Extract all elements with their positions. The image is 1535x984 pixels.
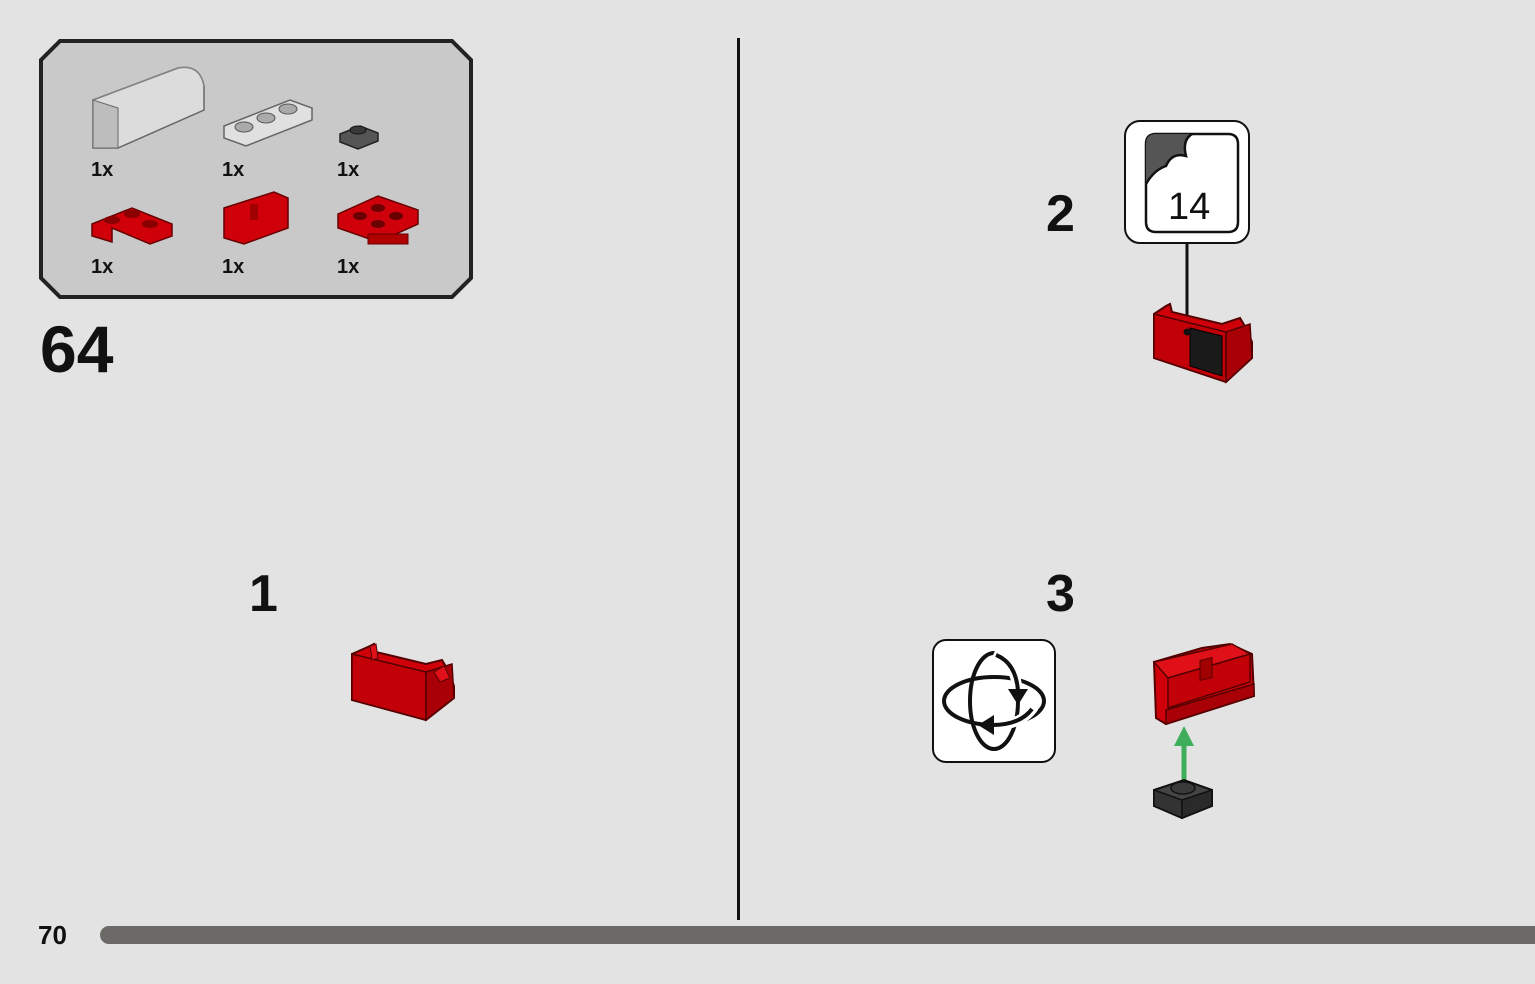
sticker-number: 14 (1168, 186, 1211, 228)
light-gray-plate-1x3-part (223, 99, 313, 147)
red-plate-2x2-with-clips-part (337, 195, 419, 245)
green-up-arrow (1174, 726, 1194, 788)
progress-bar (100, 926, 1535, 944)
red-bracket-part (223, 191, 289, 245)
rotate-model-icon (942, 648, 1046, 751)
rotate-model-callout (932, 639, 1056, 763)
step-number: 64 (40, 312, 114, 386)
part-qty: 1x (222, 256, 245, 278)
part-qty: 1x (337, 159, 360, 181)
part-qty: 1x (91, 159, 114, 181)
page-divider (737, 38, 740, 920)
page-number: 70 (38, 920, 67, 950)
part-qty: 1x (91, 256, 114, 278)
parts-callout-box (39, 39, 473, 299)
sticker-icon (1144, 132, 1240, 234)
light-gray-curved-slope-part (92, 66, 205, 149)
part-qty: 1x (222, 159, 245, 181)
red-bracket-illustration (351, 642, 455, 722)
substep-number-2: 2 (1046, 185, 1075, 243)
red-bracket-flipped (1152, 642, 1256, 726)
red-bracket-with-sticker-illustration (1153, 244, 1253, 384)
part-qty: 1x (337, 256, 360, 278)
substep-number-1: 1 (249, 565, 278, 623)
dark-gray-plate-1x1-illustration (1153, 778, 1213, 820)
assembly-illustration (1152, 642, 1256, 820)
substep-number-3: 3 (1046, 565, 1075, 623)
red-corner-plate-part (91, 207, 173, 245)
dark-gray-plate-1x1-part (339, 125, 379, 150)
